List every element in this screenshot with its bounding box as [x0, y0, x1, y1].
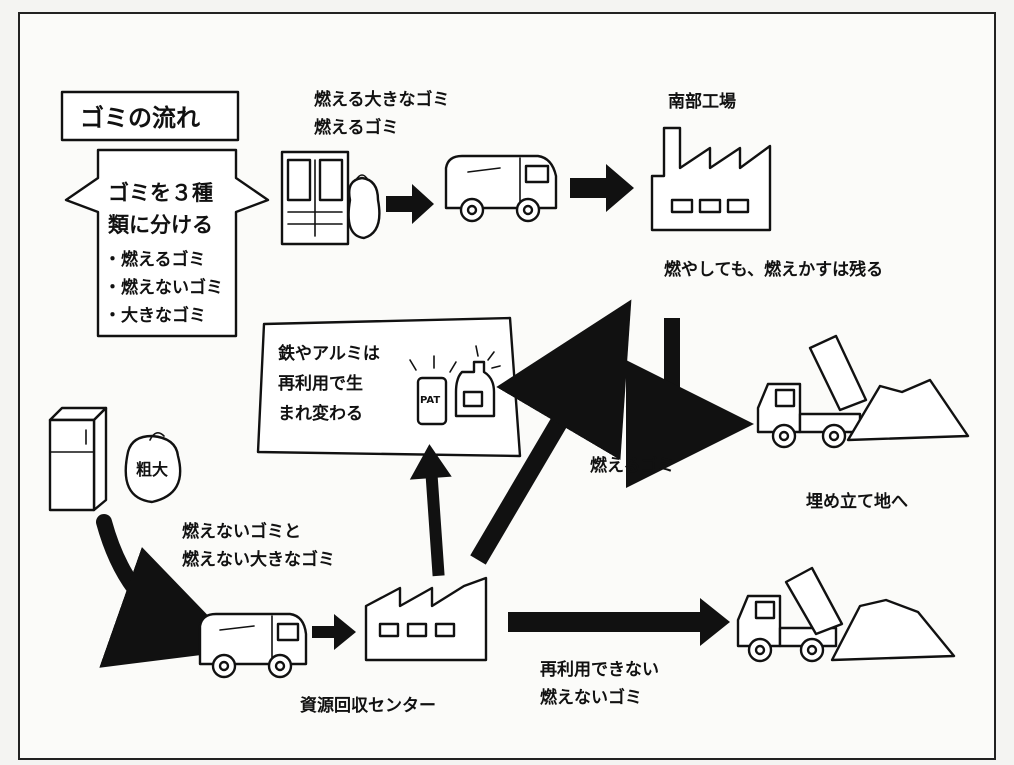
- recycle-note-line-2: 再利用で生: [278, 374, 363, 394]
- refrigerator-icon: [48, 406, 108, 512]
- burnable-label-2: 燃えるゴミ: [314, 118, 399, 138]
- arrow-center-to-recycle: [409, 444, 452, 577]
- arrow-bag-to-truck: [386, 184, 434, 224]
- bag-label: 粗大: [136, 460, 169, 479]
- sorting-item-bulky: ・大きなゴミ: [104, 306, 206, 326]
- recovery-center-name: 資源回収センター: [300, 696, 436, 716]
- sorting-sign: [64, 148, 270, 338]
- sorting-item-burnable: ・燃えるゴミ: [104, 250, 206, 270]
- burnable-arrow-label: 燃えるゴミ: [590, 456, 675, 476]
- factory-name: 南部工場: [668, 92, 736, 112]
- can-icon: [409, 355, 457, 426]
- arrow-factory-to-landfill: [625, 318, 754, 488]
- garbage-truck-icon-2: [198, 612, 308, 679]
- nonburnable-label-2: 燃えない大きなゴミ: [182, 550, 335, 570]
- arrow-center-to-dump: [508, 598, 730, 646]
- garbage-bag-icon: [347, 174, 381, 240]
- nonrecyclable-label-1: 再利用できない: [540, 660, 659, 680]
- bulky-garbage-bag-icon: [124, 432, 182, 504]
- sorting-item-nonburnable: ・燃えないゴミ: [104, 278, 223, 298]
- garbage-truck-icon: [444, 154, 558, 223]
- dump-truck-icon-2: [736, 566, 956, 663]
- burnable-label-1: 燃える大きなゴミ: [314, 90, 450, 110]
- ash-note: 燃やしても、燃えかすは残る: [664, 260, 884, 280]
- arrow-fridge-to-truck: [96, 514, 242, 668]
- cabinet-icon: [280, 150, 350, 246]
- arrow-center-to-factory: [470, 299, 632, 565]
- arrow-truck-to-factory: [570, 164, 634, 212]
- recovery-center-icon: [364, 576, 488, 662]
- incineration-plant-icon: [650, 126, 772, 232]
- title-box: [60, 90, 240, 142]
- sorting-heading-2: 類に分ける: [108, 213, 213, 237]
- nonrecyclable-label-2: 燃えないゴミ: [540, 688, 642, 708]
- nonburnable-label-1: 燃えないゴミと: [182, 522, 301, 542]
- arrow-truck-to-center: [312, 614, 356, 650]
- recycle-note-line-3: まれ変わる: [278, 404, 363, 424]
- sorting-heading-1: ゴミを３種: [108, 181, 213, 205]
- can-label: PAT: [420, 395, 441, 406]
- bottle-icon: [454, 345, 501, 418]
- recycle-note-line-1: 鉄やアルミは: [278, 344, 380, 364]
- dump-truck-icon: [756, 334, 970, 449]
- landfill-label: 埋め立て地へ: [806, 492, 908, 512]
- page-title: ゴミの流れ: [80, 104, 200, 132]
